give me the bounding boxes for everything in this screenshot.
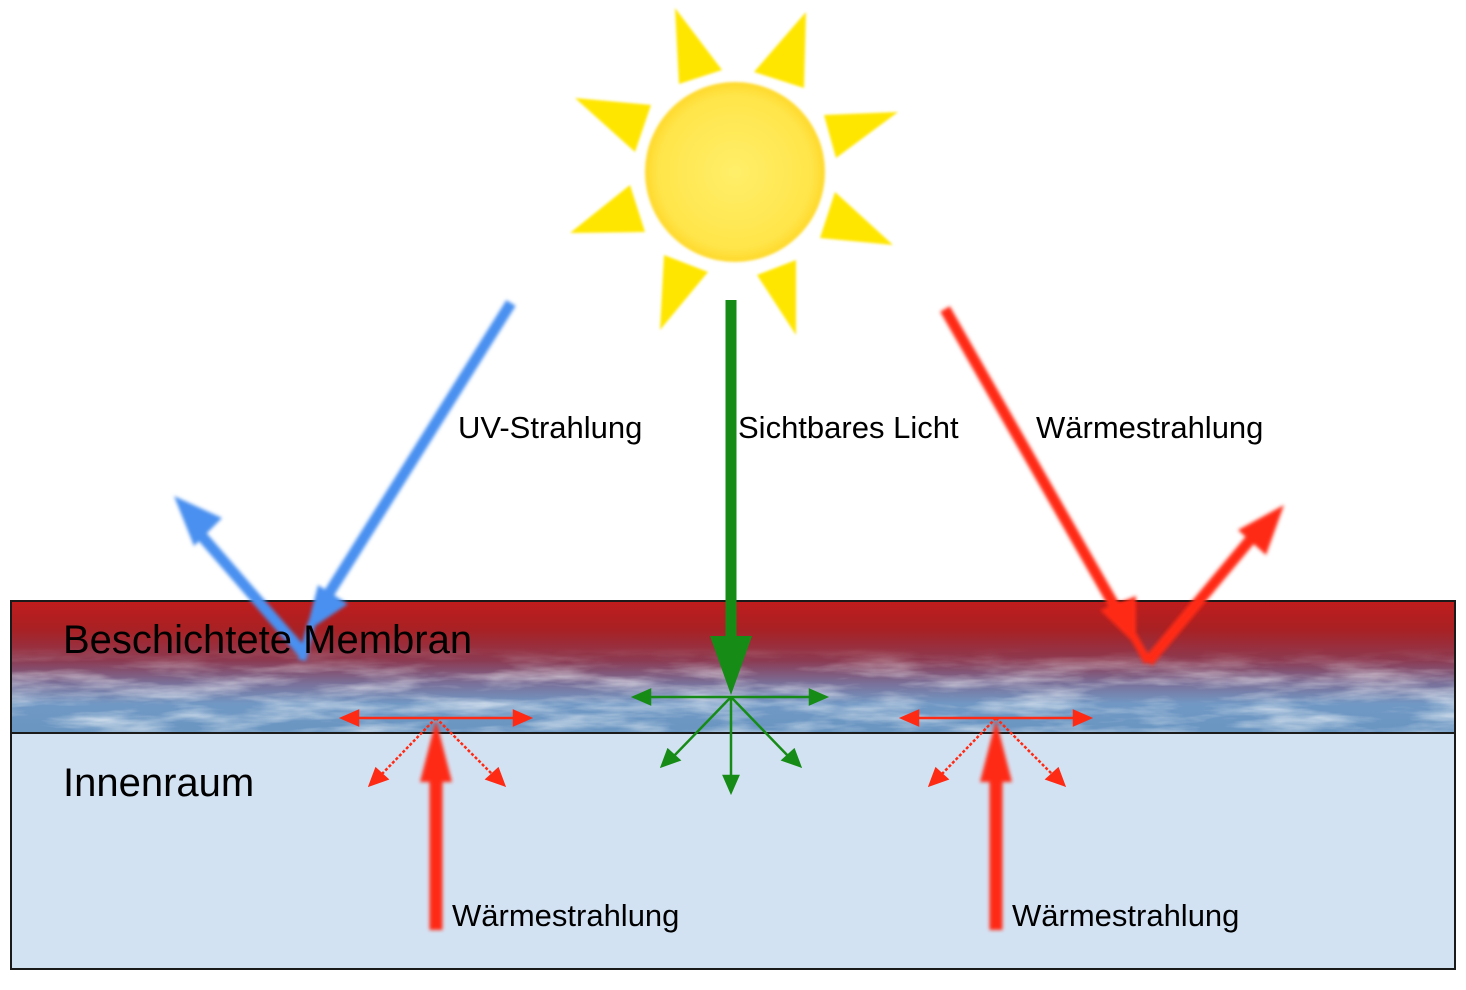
heat-incoming-arrow <box>940 306 1123 615</box>
uv-incoming-arrow <box>321 300 516 601</box>
heat-interior-right-label: Wärmestrahlung <box>1012 898 1240 933</box>
visible-light-arrows <box>630 300 830 796</box>
interior-label: Innenraum <box>63 761 255 805</box>
membrane-label: Beschichtete Membran <box>63 618 473 662</box>
uv-arrows <box>174 300 516 662</box>
interior-region <box>10 732 1456 970</box>
heat-top-label: Wärmestrahlung <box>1036 410 1264 445</box>
heat-reflected-arrow <box>1143 536 1255 666</box>
sun-icon <box>570 8 898 335</box>
heat-interior-right-arrows <box>898 709 1094 930</box>
heat-top-arrows <box>940 306 1284 666</box>
uv-reflected-arrow <box>195 530 310 659</box>
heat-interior-left-label: Wärmestrahlung <box>452 898 680 933</box>
visible-light-label: Sichtbares Licht <box>738 410 959 445</box>
heat-interior-left-arrows <box>338 709 534 930</box>
uv-label: UV-Strahlung <box>458 410 643 445</box>
